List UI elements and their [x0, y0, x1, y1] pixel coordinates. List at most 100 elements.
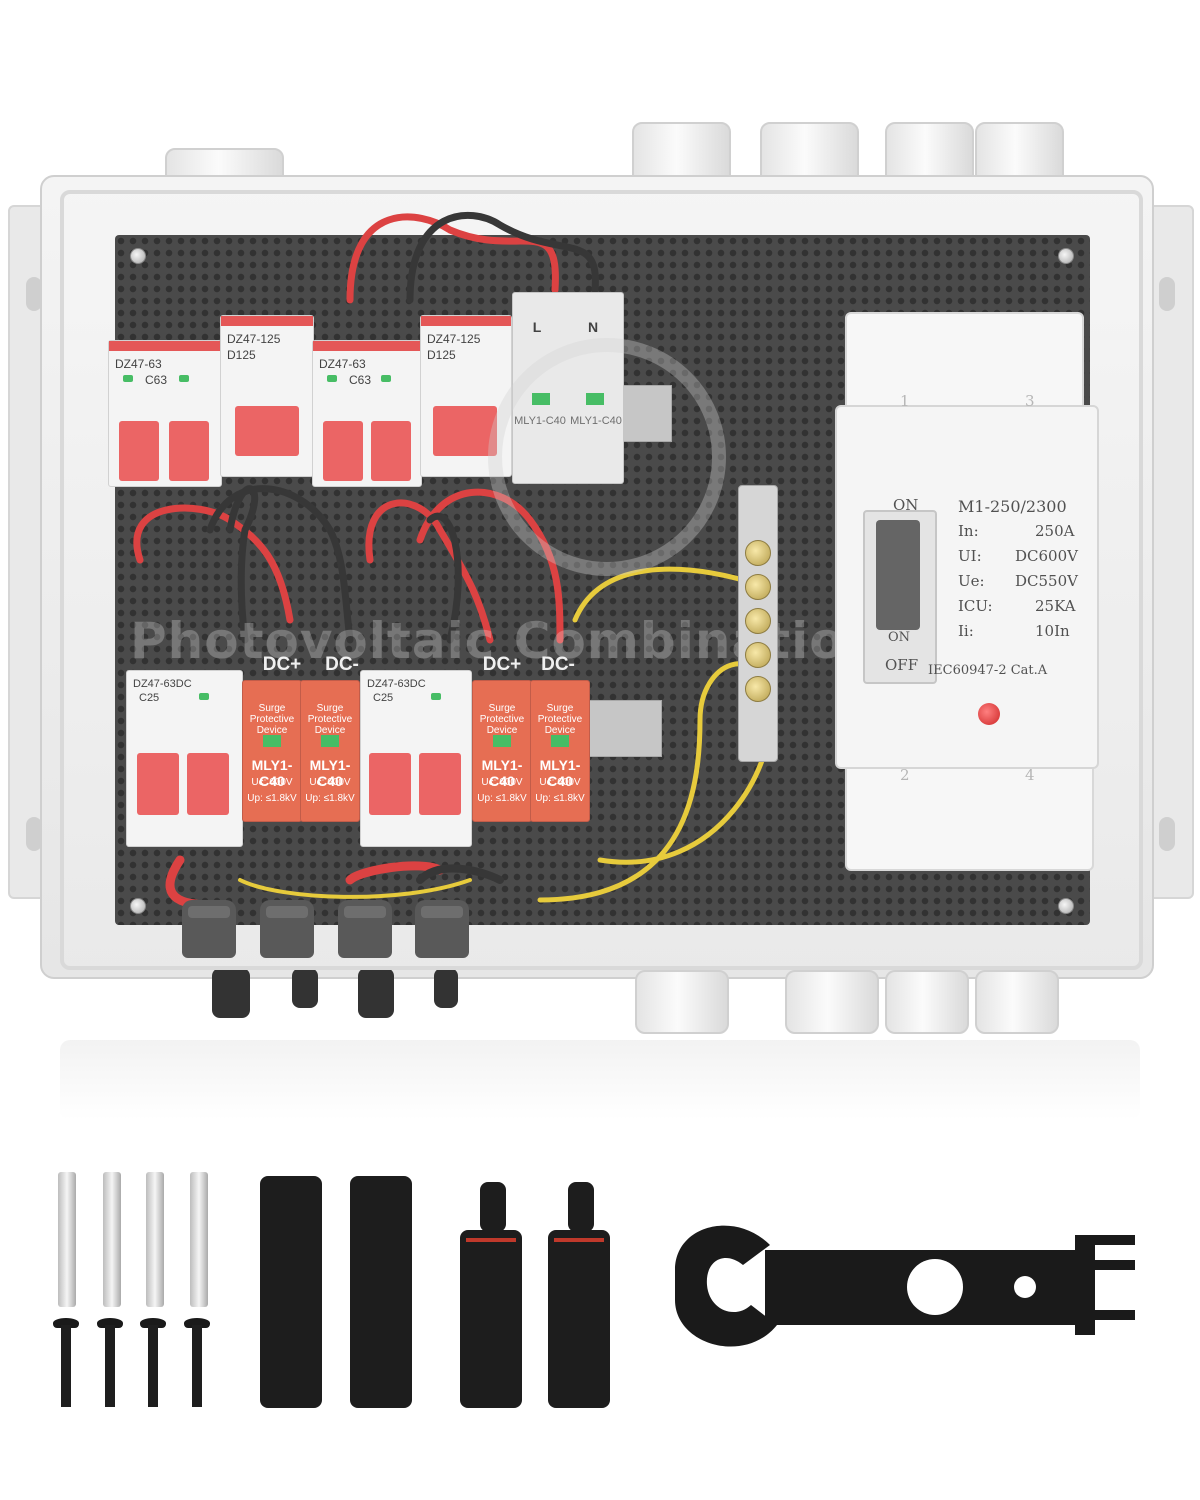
screw-shaft [61, 1325, 71, 1407]
dc-breaker[interactable]: DZ47-63DC C25 [360, 670, 472, 847]
breaker-model: DZ47-63DC [367, 678, 426, 690]
crimp-terminal-icon [146, 1172, 164, 1307]
mc4-inlet [434, 968, 458, 1008]
mc4-male-connector-icon [480, 1182, 506, 1232]
spd-spec-uc: Uc: 600V [481, 777, 523, 788]
spd-device-label: Surge Protective Device [249, 703, 295, 736]
mc4-male-connector-icon [460, 1230, 522, 1408]
dc-breaker[interactable]: DZ47-63DC C25 [126, 670, 243, 847]
breaker-model: DZ47-125 [427, 332, 481, 346]
ac-breaker[interactable]: DZ47-63 C63 [312, 340, 422, 487]
screw-shaft [105, 1325, 115, 1407]
spd-model: MLY1-C40 [539, 757, 581, 789]
breaker-model: DZ47-63 [115, 357, 162, 371]
terminal-screw-icon [745, 574, 771, 600]
connector-seal-ring [466, 1238, 516, 1242]
mccb-pole-label: 3 [1025, 392, 1035, 410]
status-window [321, 735, 339, 747]
spd-spec-up: Up: ≤1.8kV [247, 793, 297, 804]
status-indicator [179, 375, 189, 382]
breaker-rating: C25 [373, 692, 394, 704]
mccb-spec-key: UI: [958, 547, 982, 565]
mccb-standard: IEC60947-2 Cat.A [928, 663, 1048, 678]
mccb-off-label: OFF [885, 656, 919, 674]
dc-plus-label: DC+ [262, 654, 302, 675]
breaker-lever[interactable] [119, 421, 159, 481]
dc-minus-label: DC- [325, 654, 359, 675]
terminal-screw-icon [745, 608, 771, 634]
mccb-spec-value: 10In [1035, 622, 1070, 640]
breaker-lever[interactable] [369, 753, 411, 815]
reflection [60, 1040, 1140, 1120]
mccb-pole-label: 4 [1025, 766, 1035, 784]
mccb-spec-value: DC600V [1015, 547, 1078, 565]
breaker-lever[interactable] [371, 421, 411, 481]
breaker-lever[interactable] [137, 753, 179, 815]
breaker-lever[interactable] [187, 753, 229, 815]
spd-spec-up: Up: ≤1.8kV [477, 793, 527, 804]
mc4-male-connector-icon [568, 1182, 594, 1232]
mccb-model: M1-250/2300 [958, 497, 1067, 516]
mccb-spec-value: 250A [1035, 522, 1075, 540]
breaker-lever[interactable] [433, 406, 497, 456]
transparent-cover [60, 190, 1143, 970]
spd-device-label: Surge Protective Device [479, 703, 525, 736]
spd-device-label: Surge Protective Device [537, 703, 583, 736]
spd-spec-uc: Uc: 600V [309, 777, 351, 788]
screw-shaft [192, 1325, 202, 1407]
spd-spec-uc: Uc: 600V [251, 777, 293, 788]
status-indicator [381, 375, 391, 382]
cable-gland [785, 970, 879, 1034]
screw-icon [130, 248, 146, 264]
mccb-on-label: ON [893, 496, 919, 514]
breaker-model: DZ47-63 [319, 357, 366, 371]
breaker-lever[interactable] [419, 753, 461, 815]
ac-breaker[interactable]: DZ47-125 D125 [220, 315, 314, 477]
cable-gland [975, 970, 1059, 1034]
status-window [263, 735, 281, 747]
dc-surge-protector: Surge Protective Device MLY1-C40 Uc: 600… [472, 680, 532, 822]
breaker-lever[interactable] [169, 421, 209, 481]
status-indicator [431, 693, 441, 700]
status-window [493, 735, 511, 747]
crimp-terminal-icon [190, 1172, 208, 1307]
terminal-screw-icon [745, 676, 771, 702]
dc-surge-protector: Surge Protective Device MLY1-C40 Uc: 600… [300, 680, 360, 822]
wiring [133, 211, 774, 910]
screw-icon [140, 1318, 166, 1328]
status-window [551, 735, 569, 747]
mc4-inlet [212, 968, 250, 1018]
trip-indicator[interactable] [978, 703, 1000, 725]
mccb-toggle-switch[interactable] [876, 520, 920, 630]
screw-icon [1058, 248, 1074, 264]
crimp-terminal-icon [58, 1172, 76, 1307]
breaker-model: DZ47-125 [227, 332, 281, 346]
screw-icon [53, 1318, 79, 1328]
screw-icon [130, 898, 146, 914]
dc-plus-label: DC+ [482, 654, 522, 675]
dc-surge-protector: Surge Protective Device MLY1-C40 Uc: 600… [242, 680, 302, 822]
breaker-rating: C63 [349, 373, 372, 387]
mccb-toggle-label: ON [888, 630, 911, 645]
gland-nut [260, 900, 314, 958]
mccb-spec-value: DC550V [1015, 572, 1078, 590]
breaker-rating: C63 [145, 373, 168, 387]
mc4-female-connector-icon [260, 1176, 322, 1408]
breaker-lever[interactable] [323, 421, 363, 481]
status-indicator [327, 375, 337, 382]
cable-gland [885, 970, 969, 1034]
mc4-inlet [292, 968, 318, 1008]
mccb-spec-key: Ii: [958, 622, 974, 640]
spd-model: MLY1-C40 [481, 757, 523, 789]
screw-shaft [148, 1325, 158, 1407]
ac-breaker[interactable]: DZ47-63 C63 [108, 340, 222, 487]
breaker-lever[interactable] [235, 406, 299, 456]
spd-spec-up: Up: ≤1.8kV [305, 793, 355, 804]
mccb-pole-label: 1 [900, 392, 910, 410]
status-indicator [199, 693, 209, 700]
screw-icon [1058, 898, 1074, 914]
dc-surge-protector: Surge Protective Device MLY1-C40 Uc: 600… [530, 680, 590, 822]
terminal-screw-icon [745, 642, 771, 668]
terminal-l-label: L [532, 319, 542, 335]
mc4-female-connector-icon [350, 1176, 412, 1408]
